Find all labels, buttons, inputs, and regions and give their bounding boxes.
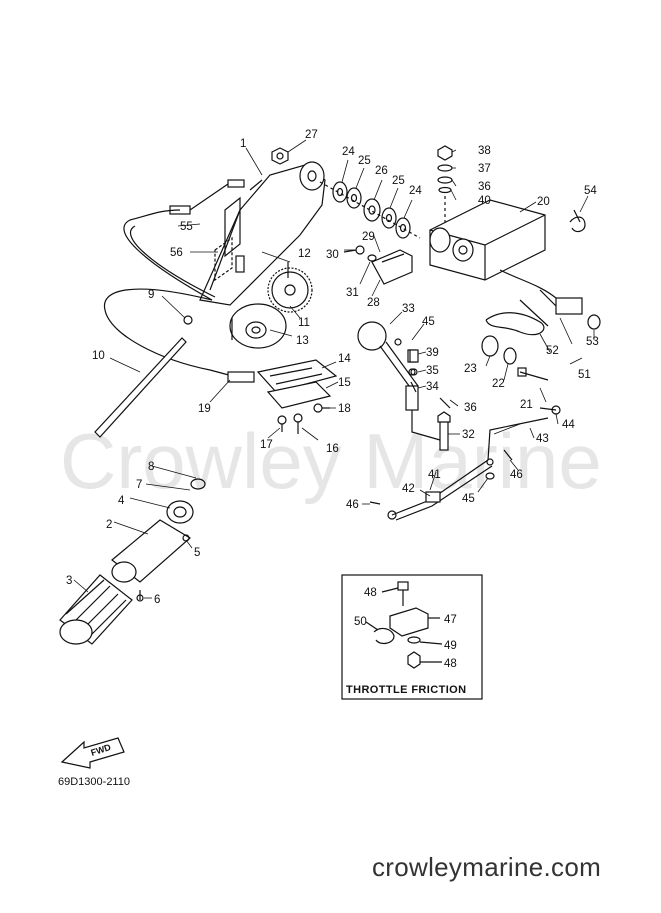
- callout-34: 34: [426, 381, 439, 393]
- callout-48: 48: [364, 587, 377, 599]
- fwd-arrow-icon: [60, 737, 125, 769]
- callout-24: 24: [342, 146, 355, 158]
- callout-36: 36: [478, 181, 491, 193]
- callout-12: 12: [298, 248, 311, 260]
- callout-23: 23: [464, 363, 477, 375]
- friction-washers: [319, 181, 421, 239]
- callout-6: 6: [154, 594, 160, 606]
- nut-27: [271, 147, 289, 165]
- callout-45: 45: [462, 493, 475, 505]
- cotter-pins-45-46: [369, 449, 513, 505]
- callout-51: 51: [578, 369, 591, 381]
- callout-41: 41: [428, 469, 441, 481]
- callout-42: 42: [402, 483, 415, 495]
- callout-35: 35: [426, 365, 439, 377]
- callout-30: 30: [326, 249, 339, 261]
- callout-47: 47: [444, 614, 457, 626]
- callout-29: 29: [362, 231, 375, 243]
- throttle-drum-13: [229, 303, 287, 349]
- callout-2: 2: [106, 519, 112, 531]
- callout-45: 45: [422, 316, 435, 328]
- leader-lines: [73, 139, 595, 599]
- callout-46: 46: [510, 469, 523, 481]
- diagram-code: 69D1300-2110: [58, 776, 130, 788]
- callout-49: 49: [444, 640, 457, 652]
- plates-14-15: [256, 359, 338, 409]
- callout-numbers: 1 27 24 25 26 25 24 38 37 36 40 20 54 29…: [66, 129, 599, 670]
- bracket-28-31: [343, 245, 413, 285]
- callout-53: 53: [586, 336, 599, 348]
- callout-19: 19: [198, 403, 211, 415]
- callout-20: 20: [537, 196, 550, 208]
- callout-55: 55: [180, 221, 193, 233]
- callout-17: 17: [260, 439, 273, 451]
- callout-32: 32: [462, 429, 475, 441]
- callout-48: 48: [444, 658, 457, 670]
- callout-37: 37: [478, 163, 491, 175]
- callout-1: 1: [240, 138, 246, 150]
- throttle-lever-33: [357, 321, 441, 441]
- callout-38: 38: [478, 145, 491, 157]
- callout-46: 46: [346, 499, 359, 511]
- callout-15: 15: [338, 377, 351, 389]
- callout-18: 18: [338, 403, 351, 415]
- throttle-grip: [59, 478, 206, 645]
- callout-3: 3: [66, 575, 72, 587]
- callout-25: 25: [358, 155, 371, 167]
- throttle-link-41-43: [387, 417, 549, 521]
- callout-5: 5: [194, 547, 200, 559]
- callout-22: 22: [492, 378, 505, 390]
- callout-31: 31: [346, 287, 359, 299]
- throttle-gear-11: [267, 262, 313, 313]
- nut-stack-36-40: [437, 145, 453, 222]
- callout-52: 52: [546, 345, 559, 357]
- callout-36: 36: [464, 402, 477, 414]
- callout-28: 28: [367, 297, 380, 309]
- inset-title: THROTTLE FRICTION: [346, 684, 467, 696]
- small-parts-34-39: [409, 349, 451, 409]
- callout-40: 40: [478, 195, 491, 207]
- callout-27: 27: [305, 129, 318, 141]
- callout-44: 44: [562, 419, 575, 431]
- callout-21: 21: [520, 399, 533, 411]
- callout-9: 9: [148, 289, 154, 301]
- callout-7: 7: [136, 479, 142, 491]
- shift-rod-10: [94, 315, 193, 438]
- callout-4: 4: [118, 495, 125, 507]
- callout-26: 26: [375, 165, 388, 177]
- callout-54: 54: [584, 185, 597, 197]
- callout-11: 11: [298, 317, 310, 329]
- bolt-32: [437, 411, 451, 451]
- callout-56: 56: [170, 247, 183, 259]
- bolt-21-washer-22-collar-23: [481, 335, 561, 415]
- callout-25: 25: [392, 175, 405, 187]
- watermark: Crowley Marine: [60, 417, 602, 505]
- callout-39: 39: [426, 347, 439, 359]
- callout-8: 8: [148, 461, 154, 473]
- stop-switch-box-20: [429, 199, 546, 281]
- callout-13: 13: [296, 335, 309, 347]
- callout-24: 24: [409, 185, 422, 197]
- callout-50: 50: [354, 616, 367, 628]
- callout-14: 14: [338, 353, 351, 365]
- callout-33: 33: [402, 303, 415, 315]
- callout-16: 16: [326, 443, 339, 455]
- throttle-friction-inset: [341, 574, 483, 700]
- tiller-handle-bracket: [199, 161, 326, 306]
- callout-43: 43: [536, 433, 549, 445]
- footer-url[interactable]: crowleymarine.com: [372, 852, 602, 882]
- lanyard-51-53: [485, 209, 601, 336]
- callout-10: 10: [92, 350, 105, 362]
